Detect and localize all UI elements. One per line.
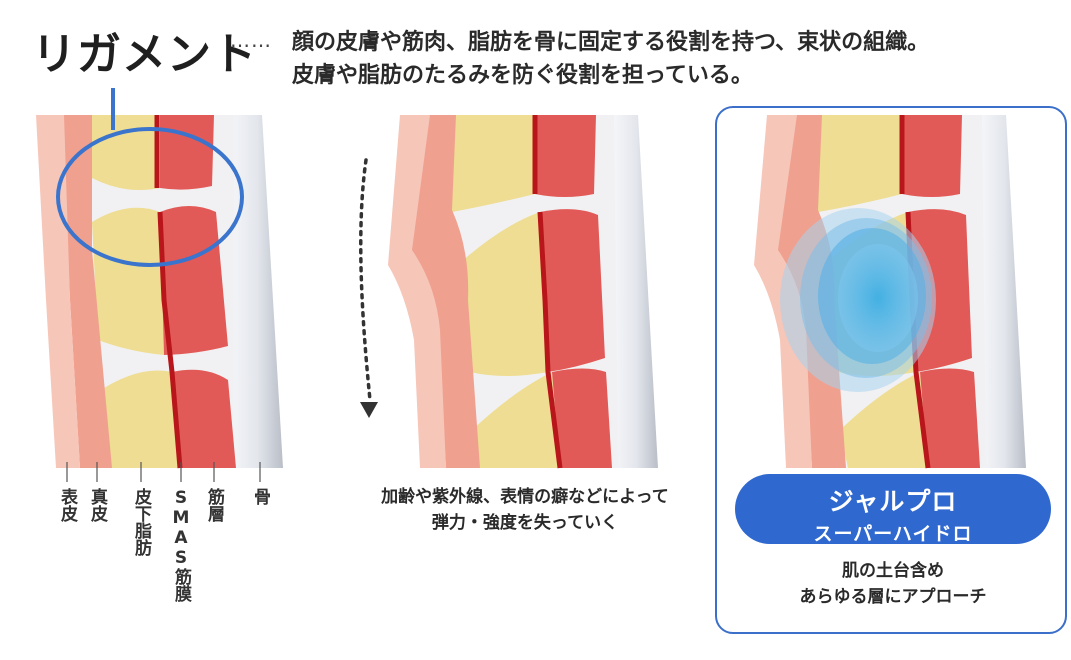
- bone-layer: [610, 115, 658, 468]
- muscle-blob: [160, 115, 214, 190]
- panel-normal-skin: [36, 88, 283, 482]
- product-name-line-2: スーパーハイドロ: [813, 523, 973, 545]
- description-line-1: 顔の皮膚や筋肉、脂肪を骨に固定する役割を持つ、束状の組織。: [292, 30, 930, 55]
- sagging-direction-arrow: [359, 158, 372, 402]
- muscle-blob: [160, 206, 228, 355]
- treatment-caption-line-1: 肌の土台含め: [842, 561, 944, 581]
- muscle-blob: [172, 369, 236, 468]
- fat-blob: [806, 115, 902, 212]
- aging-caption-line-1: 加齢や紫外線、表情の癖などによって: [381, 487, 669, 507]
- label-bone: 骨: [250, 488, 270, 505]
- epidermis-layer: [388, 115, 446, 468]
- treatment-caption: 肌の土台含め あらゆる層にアプローチ: [735, 558, 1051, 610]
- panel-treatment-skin: [754, 115, 1026, 469]
- label-muscle: 筋層: [204, 488, 224, 522]
- treatment-panel-frame: [715, 106, 1067, 634]
- bone-layer: [978, 115, 1026, 468]
- label-epidermis: 表皮: [57, 488, 77, 522]
- ligament-title: リガメント: [32, 29, 257, 80]
- arrow-head: [360, 402, 378, 418]
- fat-blob: [92, 207, 164, 355]
- product-name-line-1: ジャルプロ: [828, 487, 958, 516]
- label-smas: SMAS筋膜: [171, 488, 191, 602]
- description-line-2: 皮膚や脂肪のたるみを防ぐ役割を担っている。: [292, 63, 753, 88]
- dermis-layer: [62, 115, 112, 468]
- panel-sagging-skin: [359, 115, 658, 469]
- fat-blob: [440, 115, 535, 212]
- muscle-blob: [920, 368, 980, 468]
- label-subcutaneous-fat: 皮下脂肪: [131, 488, 151, 556]
- fat-blob: [86, 115, 160, 191]
- dermis-layer: [410, 115, 480, 468]
- muscle-blob: [902, 115, 962, 197]
- fat-blob: [472, 372, 560, 468]
- injection-glow-icon: [780, 208, 936, 392]
- aging-caption-line-2: 弾力・強度を失っていく: [431, 513, 619, 533]
- muscle-blob: [540, 209, 605, 372]
- ligament-highlight-circle: [56, 127, 244, 267]
- smas-line: [532, 115, 563, 469]
- fat-blob: [98, 370, 180, 468]
- muscle-blob: [535, 115, 596, 197]
- muscle-blob: [552, 368, 612, 468]
- smas-line: [154, 115, 183, 469]
- product-name-badge: ジャルプロ スーパーハイドロ: [735, 474, 1051, 545]
- leader-dots: ……: [230, 28, 272, 52]
- fat-blob: [840, 372, 928, 468]
- ligament-description: 顔の皮膚や筋肉、脂肪を骨に固定する役割を持つ、束状の組織。 皮膚や脂肪のたるみを…: [292, 26, 929, 92]
- aging-caption: 加齢や紫外線、表情の癖などによって 弾力・強度を失っていく: [350, 484, 700, 536]
- label-dermis: 真皮: [87, 488, 107, 522]
- epidermis-layer: [36, 115, 80, 468]
- treatment-caption-line-2: あらゆる層にアプローチ: [799, 587, 987, 607]
- fat-blob: [452, 212, 548, 376]
- layer-label-ticks: [66, 462, 261, 482]
